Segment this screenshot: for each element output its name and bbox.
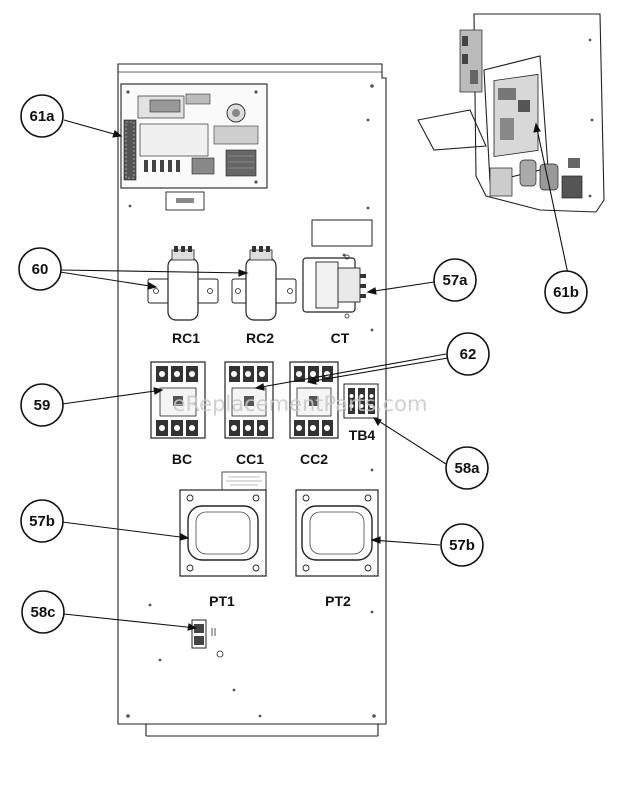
- label-pt2: PT2: [325, 593, 351, 609]
- svg-text:57b: 57b: [449, 537, 475, 554]
- label-cc2: CC2: [300, 451, 328, 467]
- current-transformer-ct: [302, 254, 366, 319]
- label-ct: CT: [331, 330, 350, 346]
- callout-57b-right: 57b: [440, 523, 484, 567]
- inset-3d-view: [417, 13, 605, 213]
- capacitor-rc2: [231, 246, 297, 321]
- svg-text:61a: 61a: [29, 108, 55, 125]
- terminal-block-tb4: [343, 383, 379, 419]
- callouts: 61a 60 57a 62 59 58a 57b 57b: [18, 94, 588, 634]
- label-plate: [221, 471, 267, 491]
- callout-62: 62: [446, 332, 490, 376]
- label-rc2: RC2: [246, 330, 274, 346]
- svg-text:58a: 58a: [454, 460, 480, 477]
- svg-text:57b: 57b: [29, 513, 55, 530]
- callout-57b-left: 57b: [20, 499, 64, 543]
- contactor-cc2: [289, 361, 339, 439]
- component-labels: RC1 RC2 CT BC CC1 CC2 TB4 PT1 PT2: [172, 330, 376, 609]
- callout-58a: 58a: [445, 446, 489, 490]
- label-cc1: CC1: [236, 451, 264, 467]
- ground-lug: [191, 619, 224, 658]
- leader-lines: [59, 119, 569, 631]
- callout-61b: 61b: [544, 270, 588, 314]
- transformer-pt1: [179, 489, 267, 577]
- label-bc: BC: [172, 451, 192, 467]
- warning-placard: [311, 219, 373, 247]
- svg-text:62: 62: [460, 346, 477, 363]
- label-tb4: TB4: [349, 427, 376, 443]
- svg-text:61b: 61b: [553, 284, 579, 301]
- capacitor-rc1: [147, 246, 219, 321]
- label-pt1: PT1: [209, 593, 235, 609]
- svg-text:57a: 57a: [442, 272, 468, 289]
- watermark: eReplacementParts.com: [173, 392, 428, 416]
- callout-60: 60: [18, 247, 62, 291]
- svg-text:60: 60: [32, 261, 49, 278]
- contactor-cc1: [224, 361, 274, 439]
- transformer-pt2: [295, 489, 379, 577]
- svg-text:58c: 58c: [30, 604, 55, 621]
- contactor-bc: [150, 361, 206, 439]
- control-board: [120, 83, 268, 211]
- callout-57a: 57a: [433, 258, 477, 302]
- label-rc1: RC1: [172, 330, 200, 346]
- callout-58c: 58c: [21, 590, 65, 634]
- svg-text:59: 59: [34, 397, 51, 414]
- callout-59: 59: [20, 383, 64, 427]
- control-panel: [117, 63, 387, 737]
- callout-61a: 61a: [20, 94, 64, 138]
